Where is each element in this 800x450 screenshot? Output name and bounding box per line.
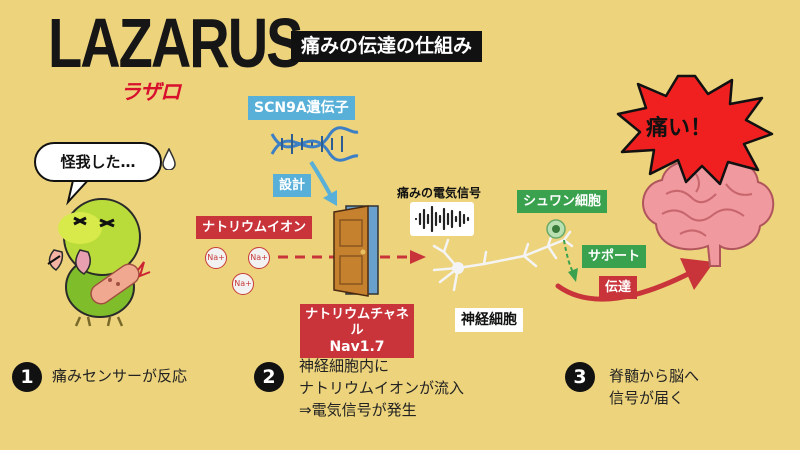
gene-label: SCN9A遺伝子 <box>248 96 355 120</box>
neuron-label: 神経細胞 <box>455 308 523 332</box>
bird-icon <box>47 198 151 327</box>
logo-subtitle: ラザロ <box>120 81 181 104</box>
page-title: 痛みの伝達の仕組み <box>291 31 483 62</box>
step-2-line: ⇒電気信号が発生 <box>299 401 417 419</box>
dna-icon <box>270 126 359 162</box>
schwann-cell-label: シュワン細胞 <box>517 190 608 213</box>
step-1-line: 痛みセンサーが反応 <box>52 367 188 385</box>
sodium-channel-label: ナトリウムチャネル Nav1.7 <box>300 304 414 358</box>
transmit-label: 伝達 <box>599 276 638 299</box>
step-2-text: 神経細胞内に ナトリウムイオンが流入 ⇒電気信号が発生 <box>299 355 464 421</box>
channel-label-line2: Nav1.7 <box>329 339 385 355</box>
pain-burst-icon <box>616 74 774 186</box>
brain-icon <box>642 159 775 267</box>
schwann-cell-icon <box>546 219 566 239</box>
sodium-ion-icon: Na+ <box>205 247 227 269</box>
pain-exclamation: 痛い！ <box>646 116 713 141</box>
design-label: 設計 <box>273 174 312 197</box>
step-1-text: 痛みセンサーが反応 <box>52 365 187 387</box>
sodium-ion-label: ナトリウムイオン <box>196 216 313 239</box>
neuron-icon <box>432 230 574 292</box>
speech-bubble: 怪我した… <box>34 142 162 182</box>
sodium-ion-icon: Na+ <box>232 273 254 295</box>
channel-label-line1: ナトリウムチャネル <box>305 307 409 338</box>
step-3-number: 3 <box>565 362 595 392</box>
sweat-drop-icon <box>162 148 176 170</box>
step-2-line: 神経細胞内に <box>299 357 390 375</box>
waveform-icon <box>410 202 474 236</box>
electric-signal-label: 痛みの電気信号 <box>397 186 482 200</box>
logo-text: LAZARUS <box>48 3 304 82</box>
step-2-line: ナトリウムイオンが流入 <box>299 379 465 397</box>
step-1-number: 1 <box>12 362 42 392</box>
step-3-line: 脊髄から脳へ <box>609 367 700 385</box>
door-icon <box>333 205 379 297</box>
support-label: サポート <box>582 245 647 268</box>
design-arrow-icon <box>309 160 337 206</box>
sodium-ion-icon: Na+ <box>248 247 270 269</box>
step-3-text: 脊髄から脳へ 信号が届く <box>609 365 699 409</box>
step-2-number: 2 <box>254 362 284 392</box>
support-arrow-icon <box>563 239 578 282</box>
step-3-line: 信号が届く <box>609 389 685 407</box>
